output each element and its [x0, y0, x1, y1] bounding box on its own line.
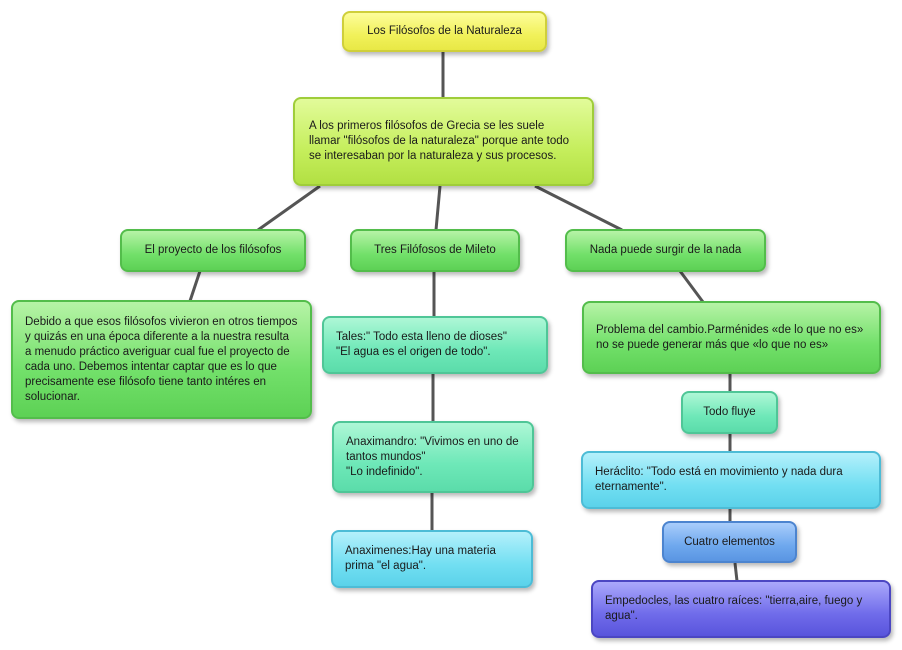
node-root-text: Los Filósofos de la Naturaleza	[367, 25, 522, 37]
node-anaximenes-text: Anaximenes:Hay una materia prima "el agu…	[345, 545, 496, 572]
node-nada[interactable]: Nada puede surgir de la nada	[565, 229, 766, 272]
node-empedocles-text: Empedocles, las cuatro raíces: "tierra,a…	[605, 595, 863, 622]
node-heraclito[interactable]: Heráclito: "Todo está en movimiento y na…	[581, 451, 881, 509]
node-anaximandro[interactable]: Anaximandro: "Vivimos en uno de tantos m…	[332, 421, 534, 493]
edge-intro-mileto	[434, 185, 442, 231]
node-cuatro[interactable]: Cuatro elementos	[662, 521, 797, 563]
node-tales-text: Tales:" Todo esta lleno de dioses" "El a…	[336, 331, 507, 358]
node-nada-text: Nada puede surgir de la nada	[589, 244, 742, 256]
node-proyecto-text: El proyecto de los filósofos	[144, 244, 282, 256]
node-intro-text: A los primeros filósofos de Grecia se le…	[309, 120, 570, 162]
node-intro[interactable]: A los primeros filósofos de Grecia se le…	[293, 97, 594, 186]
node-anaximandro-text: Anaximandro: "Vivimos en uno de tantos m…	[346, 435, 519, 478]
node-fluye[interactable]: Todo fluye	[681, 391, 778, 434]
node-cambio-text: Problema del cambio.Parménides «de lo qu…	[596, 323, 864, 351]
node-anaximenes[interactable]: Anaximenes:Hay una materia prima "el agu…	[331, 530, 533, 588]
edge-proyecto-desc	[188, 270, 202, 302]
node-proyecto[interactable]: El proyecto de los filósofos	[120, 229, 306, 272]
edge-intro-proyecto	[257, 184, 321, 232]
node-root[interactable]: Los Filósofos de la Naturaleza	[342, 11, 547, 52]
node-fluye-text: Todo fluye	[703, 406, 756, 418]
node-cuatro-text: Cuatro elementos	[684, 535, 775, 548]
node-tales[interactable]: Tales:" Todo esta lleno de dioses" "El a…	[322, 316, 548, 374]
node-mileto-text: Tres Filófosos de Mileto	[374, 244, 496, 256]
edge-cuatro-empedocles	[733, 562, 739, 582]
node-heraclito-text: Heráclito: "Todo está en movimiento y na…	[595, 466, 843, 493]
node-proyecto-desc[interactable]: Debido a que esos filósofos vivieron en …	[11, 300, 312, 419]
node-empedocles[interactable]: Empedocles, las cuatro raíces: "tierra,a…	[591, 580, 891, 638]
node-cambio[interactable]: Problema del cambio.Parménides «de lo qu…	[582, 301, 881, 374]
edge-nada-cambio	[678, 270, 705, 303]
node-mileto[interactable]: Tres Filófosos de Mileto	[350, 229, 520, 272]
node-proyecto-desc-text: Debido a que esos filósofos vivieron en …	[25, 315, 298, 403]
edge-intro-nada	[534, 184, 623, 232]
